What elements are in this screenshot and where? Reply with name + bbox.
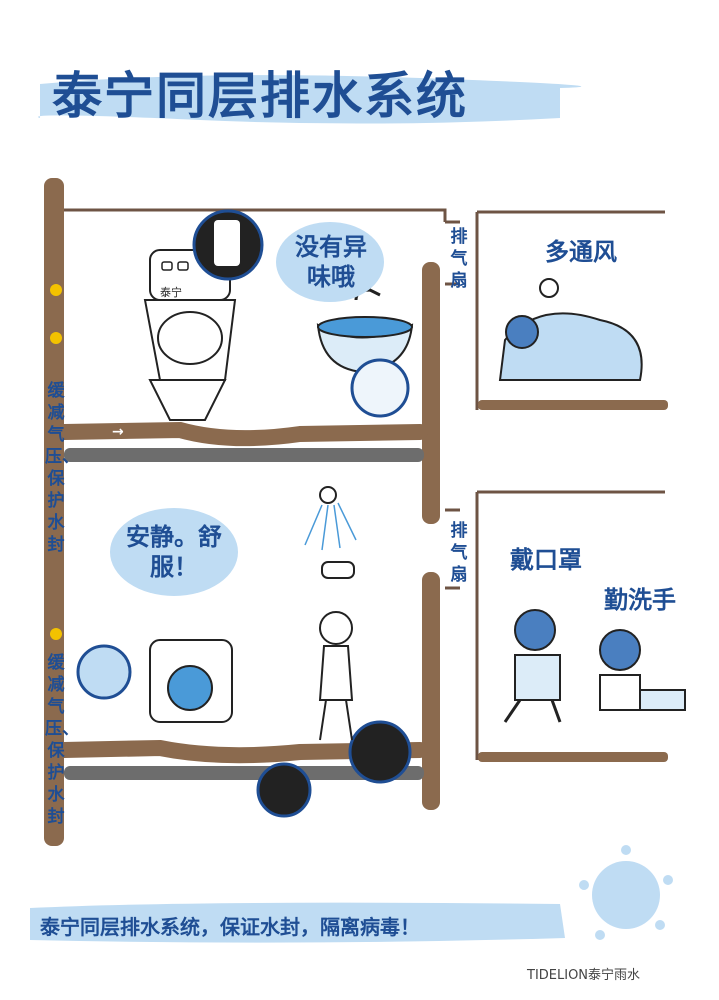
- flow-arrow: →: [112, 424, 124, 440]
- inset-device-icon: [214, 220, 240, 266]
- page-title: 泰宁同层排水系统: [52, 67, 468, 125]
- valve-inset-icon: [76, 644, 132, 700]
- room-floor-right-bottom: [478, 752, 668, 762]
- bubble-text-top: 没有异味哦: [295, 233, 367, 291]
- speech-bubble-top: [276, 222, 384, 302]
- handwashing-person-icon: [599, 629, 686, 711]
- room-floor-right-top: [478, 400, 668, 410]
- masked-person-icon: [503, 609, 562, 723]
- virus-icon: [579, 845, 673, 940]
- floor-drain-inset-icon: [348, 720, 412, 784]
- left-label-top: 缓减气压、保护水封: [45, 381, 79, 555]
- left-label-bottom: 缓减气压、保护水封: [45, 653, 79, 827]
- ventilation-label: 多通风: [545, 238, 617, 266]
- watermark: TIDELION泰宁雨水: [527, 968, 641, 983]
- bubble-text-bottom: 安静。舒服！: [126, 523, 222, 581]
- left-vent-pipe: [44, 178, 64, 846]
- floor-slab-top: [64, 448, 424, 462]
- toilet-icon: [143, 249, 237, 421]
- shower-icon: [304, 486, 357, 579]
- sleeping-person-icon: [498, 312, 643, 381]
- sun-icon: [50, 628, 62, 640]
- wall-pipe-bottom: [422, 572, 440, 810]
- speech-bubble-bottom: [110, 508, 238, 596]
- fan-label-top: 排气扇: [450, 227, 468, 291]
- showering-person-icon: [318, 611, 354, 741]
- sink-icon: [316, 288, 414, 374]
- ceiling-line-top: [64, 208, 447, 222]
- bottom-slogan: 泰宁同层排水系统，保证水封，隔离病毒！: [40, 915, 420, 939]
- wall-pipe-top: [422, 262, 440, 524]
- mask-label: 戴口罩: [510, 546, 582, 574]
- floor-drain-inset-icon: [256, 762, 312, 818]
- sun-icon: [50, 284, 62, 296]
- fan-label-bottom: 排气扇: [450, 521, 468, 585]
- handwash-label: 勤洗手: [604, 586, 676, 614]
- trap-inset-icon: [350, 358, 410, 418]
- slogan-highlight: [30, 902, 565, 943]
- fan-bracket-bottom: [445, 508, 460, 590]
- title-highlight: [38, 75, 582, 124]
- sun-icon: [50, 332, 62, 344]
- drain-pipe-bottom: [56, 739, 428, 764]
- drain-pipe-top: [56, 421, 428, 447]
- toilet-brand-label: 泰宁: [160, 286, 182, 299]
- clock-icon: [539, 278, 559, 298]
- floor-slab-bottom: [64, 766, 424, 780]
- washing-machine-icon: [149, 639, 233, 723]
- fan-bracket-top: [445, 220, 460, 286]
